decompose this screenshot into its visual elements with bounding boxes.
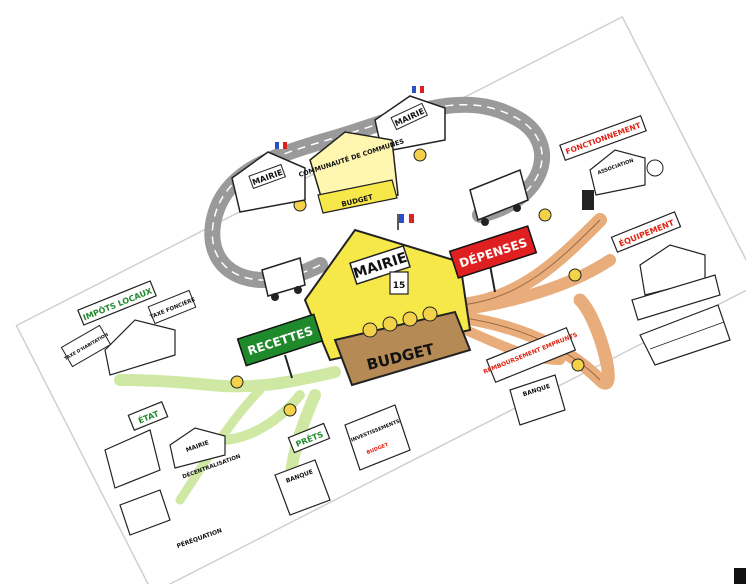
corner-mark	[734, 568, 746, 584]
french-flag-icon	[412, 86, 424, 93]
person-icon	[582, 190, 594, 210]
calendar-day: 15	[393, 281, 406, 291]
french-flag-icon	[275, 142, 287, 149]
